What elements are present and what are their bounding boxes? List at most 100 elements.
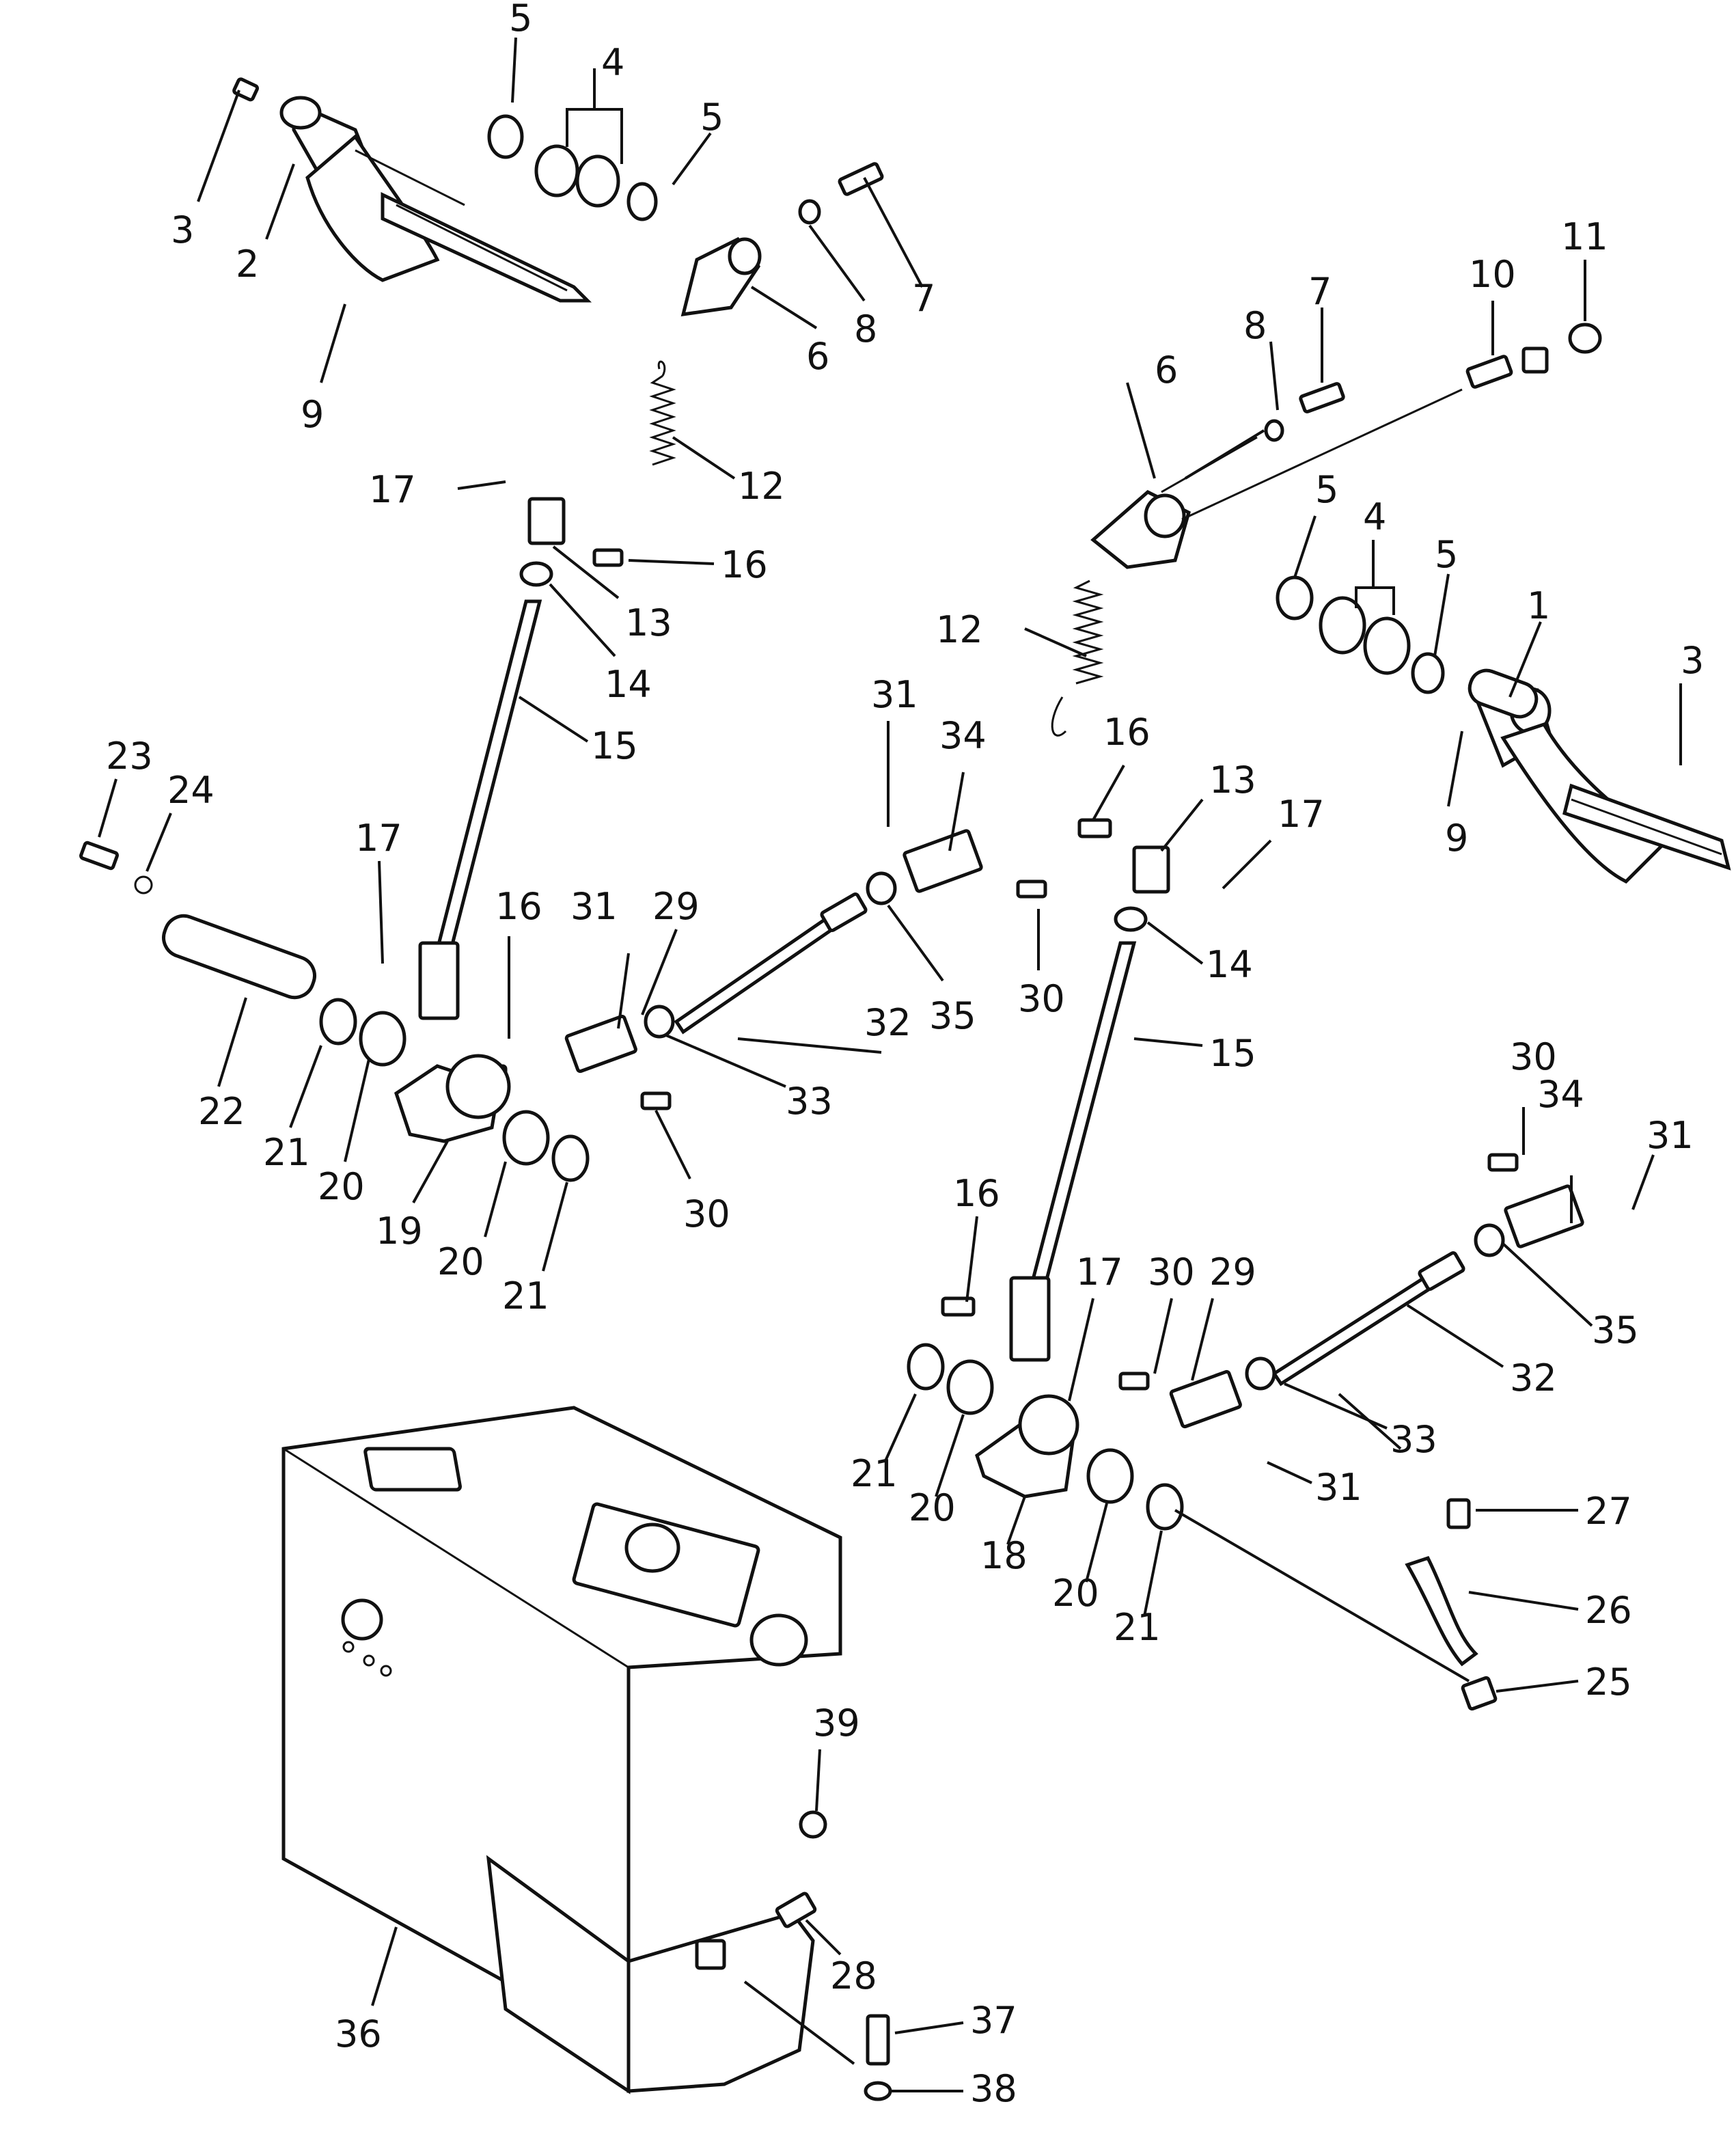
label-33: 33 <box>786 1080 833 1123</box>
label-21: 21 <box>263 1131 310 1174</box>
label-32: 32 <box>1510 1356 1557 1400</box>
bushings-left-lower <box>319 998 590 1182</box>
bolt-7-left <box>838 162 884 196</box>
clevis-29-right <box>1169 1369 1242 1429</box>
label-16: 16 <box>495 885 542 928</box>
label-10: 10 <box>1469 253 1516 296</box>
nut-14-left <box>519 561 553 587</box>
label-29: 29 <box>1209 1251 1256 1294</box>
label-21: 21 <box>851 1452 898 1495</box>
label-16: 16 <box>721 543 768 586</box>
label-5: 5 <box>1315 468 1338 511</box>
clevis-34-left <box>903 829 983 893</box>
label-21: 21 <box>1114 1606 1161 1649</box>
ring-24 <box>134 875 153 895</box>
label-17: 17 <box>355 817 402 860</box>
label-12: 12 <box>936 608 983 651</box>
label-30: 30 <box>683 1192 730 1236</box>
fitting-25-26-27 <box>1405 1498 1498 1711</box>
label-4: 4 <box>1363 495 1386 538</box>
callout-labels: 3 2 5 4 5 7 8 6 9 17 12 16 13 14 15 23 2… <box>106 0 1704 2110</box>
label-30: 30 <box>1018 977 1065 1020</box>
label-35: 35 <box>929 994 976 1037</box>
label-34: 34 <box>1537 1073 1584 1116</box>
pins-30-right <box>1118 1153 1519 1391</box>
label-26: 26 <box>1585 1589 1632 1632</box>
label-7: 7 <box>912 277 935 320</box>
label-32: 32 <box>864 1001 911 1044</box>
label-25: 25 <box>1585 1661 1632 1704</box>
label-29: 29 <box>652 885 700 928</box>
lever-6-left <box>680 236 762 317</box>
label-39: 39 <box>813 1702 860 1745</box>
bushings-right-lower <box>907 1343 1184 1531</box>
rod-15-right <box>1009 941 1137 1362</box>
bolts-7-10-11-right <box>1264 323 1602 442</box>
label-3: 3 <box>171 208 194 251</box>
label-28: 28 <box>830 1954 877 1997</box>
bolt-23 <box>79 841 119 871</box>
bushing-4-right <box>1319 596 1411 675</box>
label-5: 5 <box>1435 533 1458 576</box>
label-24: 24 <box>167 769 215 812</box>
rod-15-left <box>418 599 542 1020</box>
label-23: 23 <box>106 735 153 778</box>
label-17: 17 <box>1076 1251 1123 1294</box>
label-30: 30 <box>1510 1035 1557 1078</box>
label-31: 31 <box>871 673 918 716</box>
label-20: 20 <box>1052 1572 1099 1615</box>
label-11: 11 <box>1561 215 1608 258</box>
shaft-22 <box>162 914 316 1000</box>
pins-30-left <box>640 879 1047 1110</box>
label-31: 31 <box>1315 1466 1362 1509</box>
label-9: 9 <box>1445 817 1468 860</box>
lever-6-right <box>1090 490 1191 569</box>
label-34: 34 <box>939 714 987 757</box>
label-3: 3 <box>1681 639 1704 682</box>
label-16: 16 <box>1103 711 1151 754</box>
washer-8-left <box>798 199 821 225</box>
pin-16-left <box>476 548 624 1083</box>
rod-32-right <box>1271 1251 1465 1387</box>
bolt-37-washer-38 <box>864 2014 892 2101</box>
label-8: 8 <box>854 308 877 351</box>
label-17: 17 <box>1278 793 1325 836</box>
nuts-33-35-right <box>1245 1223 1505 1391</box>
label-38: 38 <box>970 2067 1017 2110</box>
seal-5-left <box>487 114 658 221</box>
cabinet-36 <box>281 1406 842 2094</box>
label-27: 27 <box>1585 1490 1632 1533</box>
clevis-13-right <box>1132 845 1170 894</box>
label-37: 37 <box>970 1999 1017 2042</box>
label-15: 15 <box>1209 1032 1256 1075</box>
leader-lines <box>98 37 1682 2092</box>
label-13: 13 <box>625 601 672 644</box>
rod-32-left <box>674 892 868 1035</box>
clevis-13-left <box>527 497 566 545</box>
label-20: 20 <box>437 1240 484 1283</box>
label-14: 14 <box>605 663 652 706</box>
spring-12-right <box>1051 579 1104 737</box>
bushing-4-left <box>534 144 620 208</box>
label-12: 12 <box>738 465 785 508</box>
label-30: 30 <box>1148 1251 1195 1294</box>
bolt-3-left <box>232 77 260 102</box>
label-16: 16 <box>953 1172 1000 1215</box>
label-35: 35 <box>1592 1309 1639 1352</box>
label-14: 14 <box>1206 943 1253 986</box>
pedal-left <box>279 96 592 303</box>
clevis-34-right <box>1504 1184 1584 1248</box>
label-4: 4 <box>601 41 624 84</box>
label-6: 6 <box>1155 349 1178 392</box>
pedal-right <box>1468 668 1731 884</box>
nuts-33-35-left <box>644 871 897 1039</box>
label-6: 6 <box>806 335 829 378</box>
label-2: 2 <box>236 243 259 286</box>
label-33: 33 <box>1390 1418 1437 1461</box>
label-15: 15 <box>591 724 638 767</box>
arm-18 <box>975 1394 1079 1499</box>
label-20: 20 <box>318 1165 365 1208</box>
label-18: 18 <box>980 1534 1028 1577</box>
label-36: 36 <box>335 2012 382 2056</box>
label-5: 5 <box>700 96 724 139</box>
